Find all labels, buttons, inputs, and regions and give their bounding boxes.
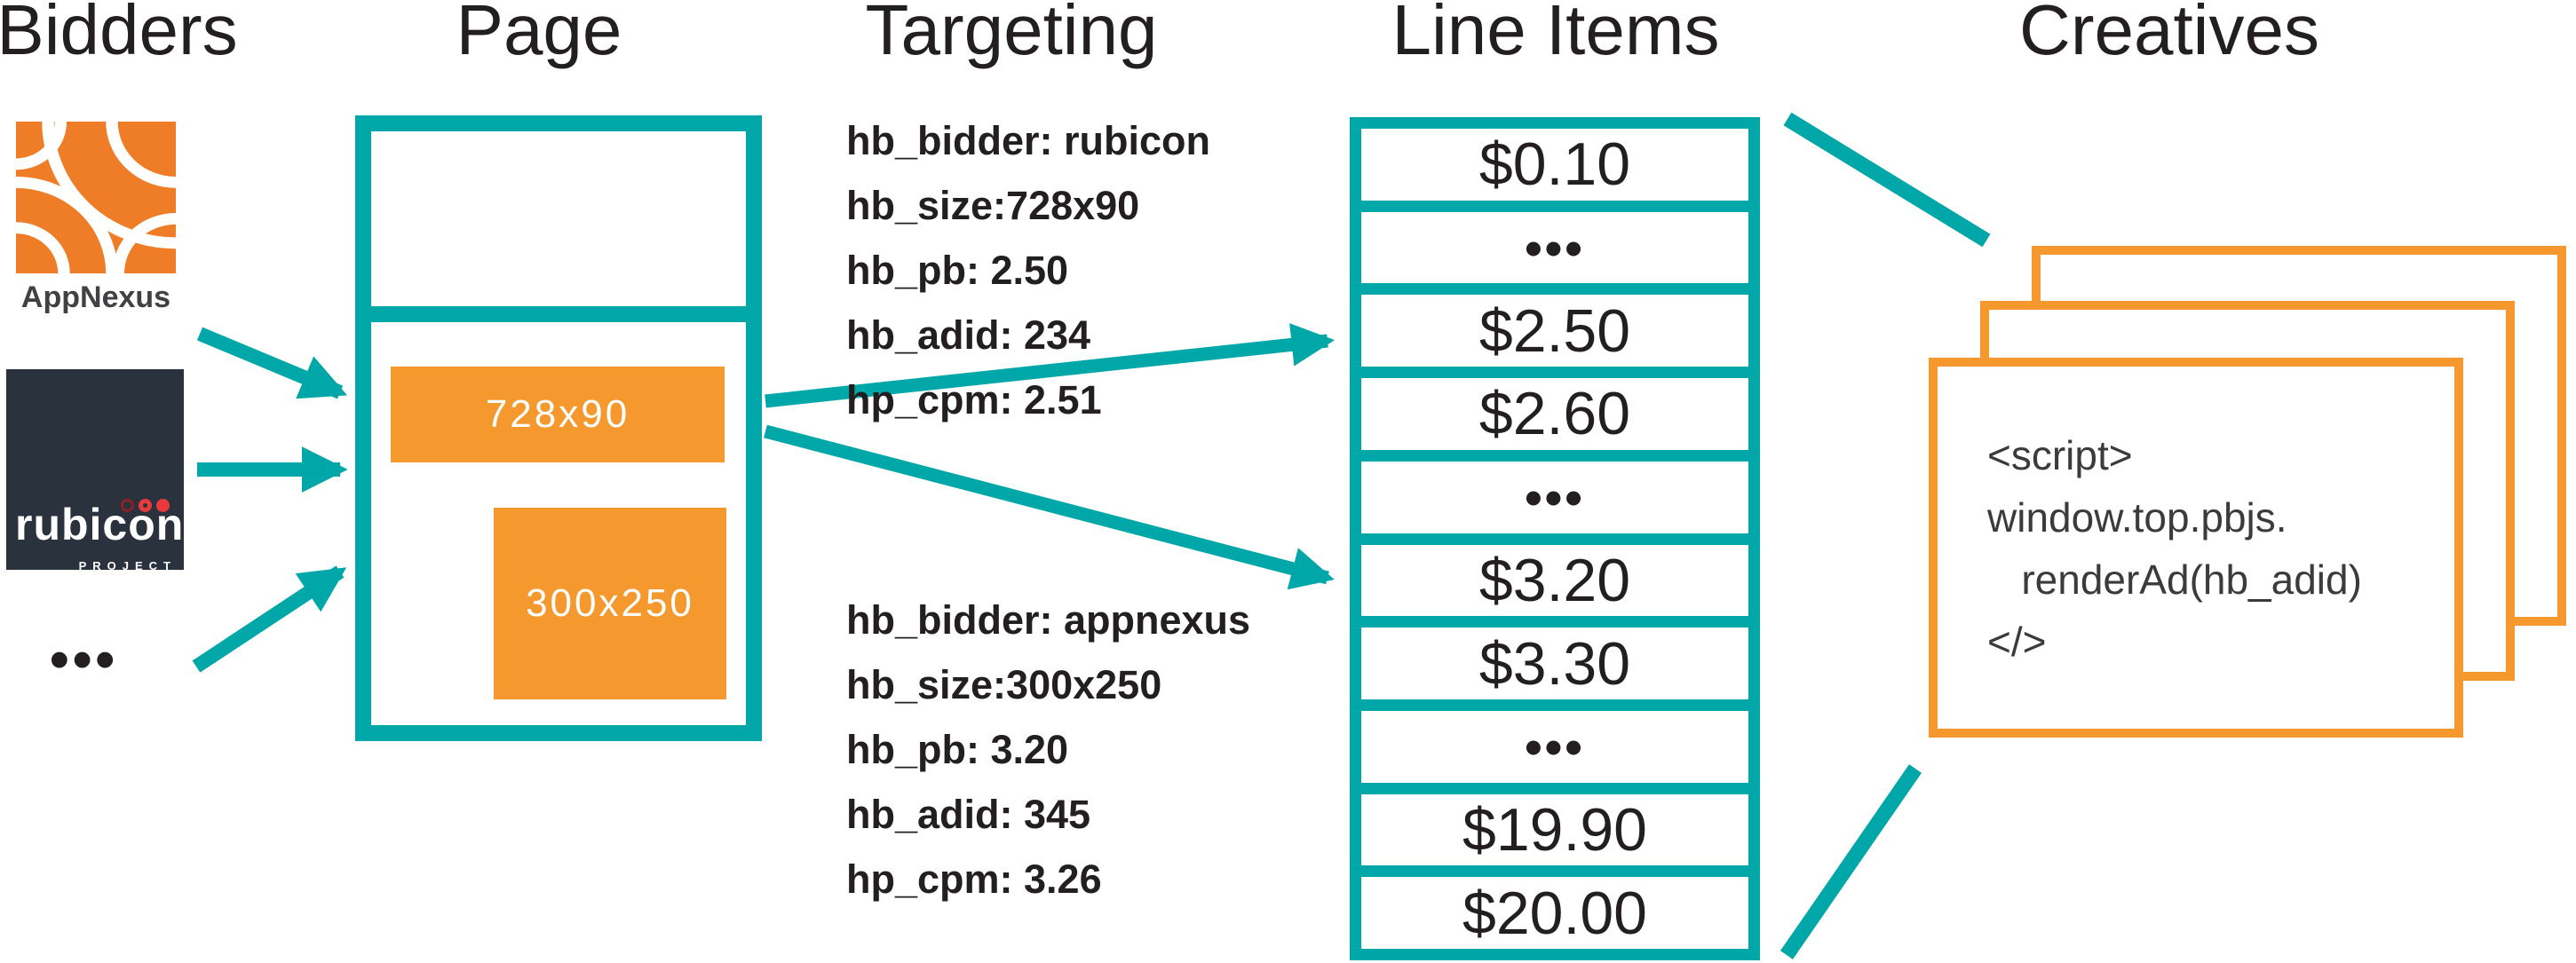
page-header-divider	[371, 306, 746, 322]
column-title-creatives: Creatives	[2019, 0, 2319, 69]
targeting-line: hb_pb: 2.50	[846, 248, 1069, 293]
code-line: </>	[1987, 619, 2047, 665]
line-items-table: $0.10 ••• $2.50 $2.60 ••• $3.20 $3.30 ••…	[1350, 117, 1760, 960]
line-item-row: $20.00	[1462, 879, 1647, 947]
targeting-line: hb_bidder: rubicon	[846, 118, 1210, 163]
arrow-page-to-lineitem-320	[764, 424, 1335, 590]
rubicon-project-subtitle: PROJECT	[78, 559, 177, 572]
rubicon-registered-mark: ®	[186, 541, 197, 556]
targeting-line: hb_adid: 345	[846, 792, 1091, 837]
line-item-row: $3.30	[1478, 629, 1631, 698]
line-item-row-ellipsis: •••	[1525, 219, 1585, 276]
column-title-line-items: Line Items	[1391, 0, 1720, 69]
targeting-block-appnexus: hb_bidder: appnexus hb_size:300x250 hb_p…	[846, 588, 1250, 912]
rubicon-dots-icon	[121, 499, 170, 512]
more-bidders-ellipsis: •••	[50, 629, 119, 691]
targeting-line: hb_size:300x250	[846, 662, 1162, 707]
line-item-row-ellipsis: •••	[1525, 469, 1585, 525]
connector-lineitems-to-creatives-top	[1783, 112, 1991, 248]
row-divider	[1361, 367, 1748, 379]
arrow-appnexus-to-page	[196, 327, 347, 399]
line-item-row: $3.20	[1478, 546, 1631, 614]
targeting-line: hb_pb: 3.20	[846, 727, 1069, 772]
rubicon-logo: rubicon® PROJECT	[6, 369, 195, 572]
targeting-line: hp_cpm: 2.51	[846, 377, 1102, 422]
targeting-line: hb_bidder: appnexus	[846, 597, 1251, 643]
column-title-targeting: Targeting	[865, 0, 1158, 69]
creative-code-snippet: <script> window.top.pbjs. renderAd(hb_ad…	[1987, 424, 2362, 673]
row-divider	[1361, 616, 1748, 628]
code-line: window.top.pbjs.	[1987, 494, 2287, 541]
column-title-bidders: Bidders	[0, 0, 238, 69]
rubicon-wordmark: rubicon®	[15, 500, 195, 556]
ad-slot-300x250: 300x250	[494, 508, 726, 699]
line-item-row: $2.60	[1478, 380, 1631, 448]
line-item-row: $0.10	[1478, 130, 1631, 199]
targeting-line: hb_adid: 234	[846, 312, 1091, 358]
appnexus-logo-icon	[16, 122, 176, 273]
row-divider	[1361, 449, 1748, 462]
rubicon-wordmark-text: rubicon	[15, 500, 185, 549]
creative-card-front	[1929, 358, 2463, 738]
line-item-row-ellipsis: •••	[1525, 718, 1585, 775]
line-item-row: $19.90	[1462, 795, 1647, 864]
row-divider	[1361, 699, 1748, 711]
arrow-morebidders-to-page	[192, 565, 347, 673]
column-title-page: Page	[456, 0, 622, 69]
connector-lineitems-to-creatives-bottom	[1780, 764, 1922, 959]
ad-slot-728x90: 728x90	[391, 367, 725, 462]
targeting-line: hp_cpm: 3.26	[846, 856, 1102, 902]
code-line: renderAd(hb_adid)	[1987, 556, 2362, 603]
row-divider	[1361, 865, 1748, 878]
targeting-block-rubicon: hb_bidder: rubicon hb_size:728x90 hb_pb:…	[846, 108, 1210, 432]
code-line: <script>	[1987, 432, 2133, 478]
rubicon-dot-solid-icon	[156, 499, 170, 512]
appnexus-label: AppNexus	[20, 280, 171, 314]
row-divider	[1361, 533, 1748, 545]
row-divider	[1361, 200, 1748, 212]
arrow-page-to-lineitem-250	[765, 323, 1336, 408]
row-divider	[1361, 782, 1748, 794]
targeting-line: hb_size:728x90	[846, 183, 1140, 228]
rubicon-dot-ring-icon	[121, 499, 134, 512]
rubicon-dot-donut-icon	[139, 499, 152, 512]
line-item-row: $2.50	[1478, 296, 1631, 365]
row-divider	[1361, 283, 1748, 296]
